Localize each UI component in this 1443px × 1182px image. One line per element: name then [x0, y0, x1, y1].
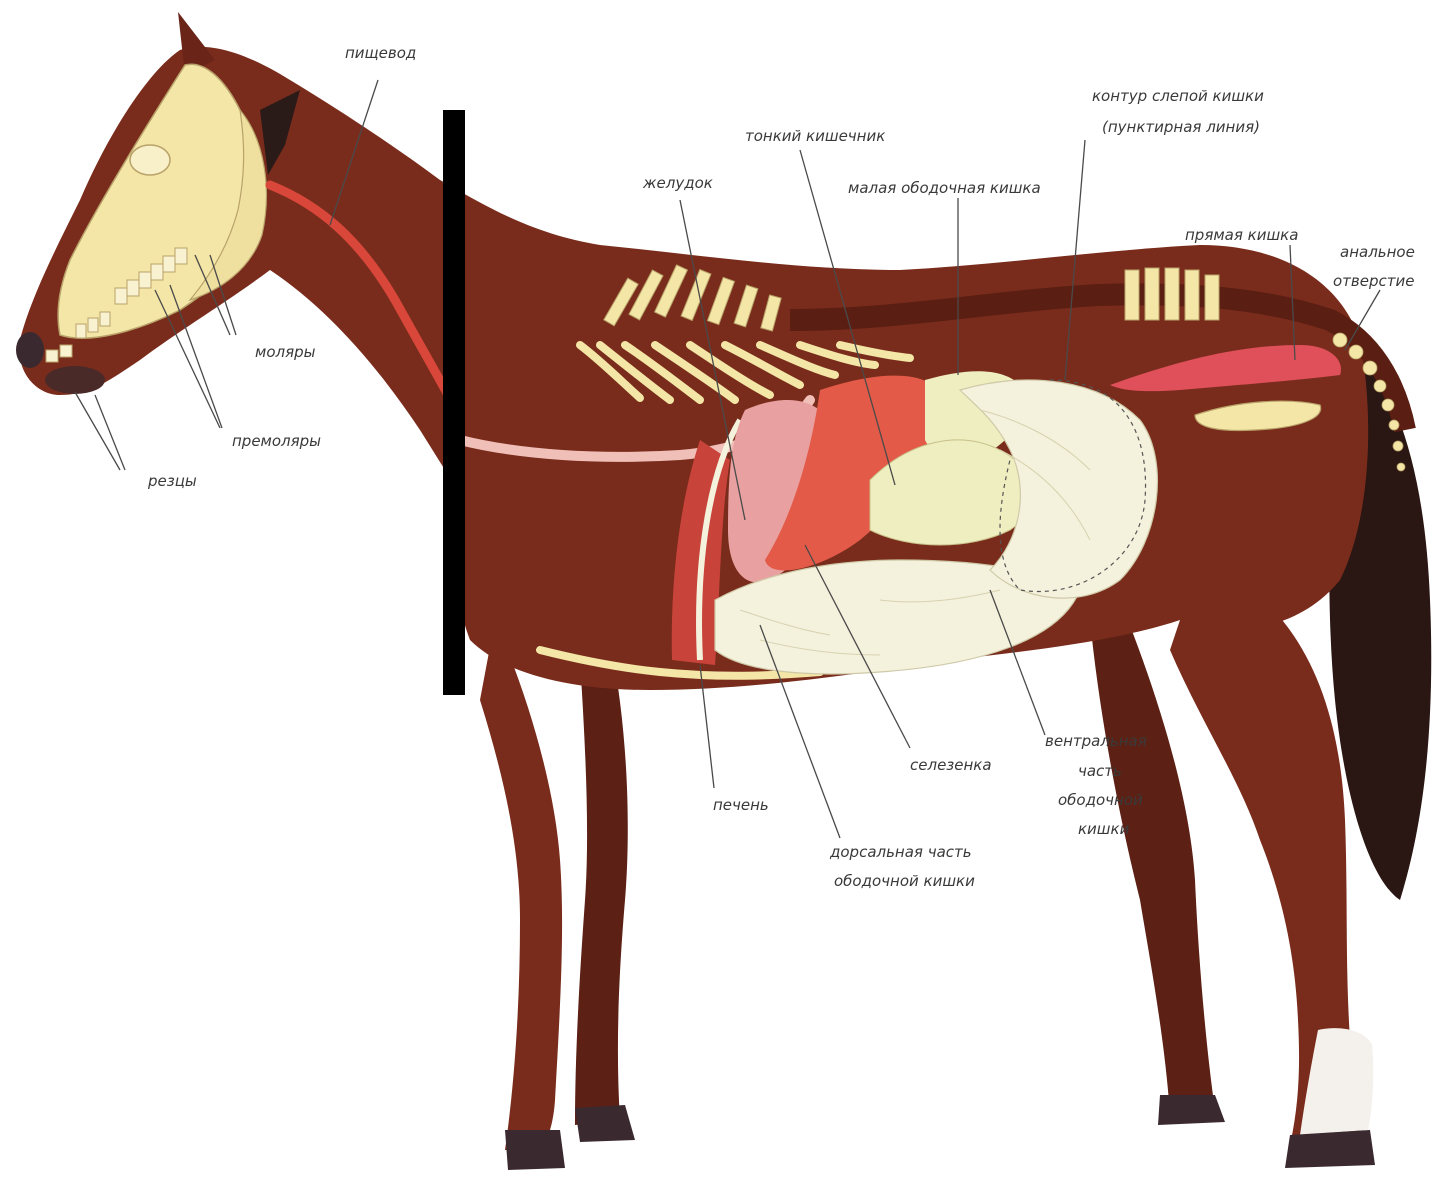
- label-rectum: прямая кишка: [1185, 226, 1298, 244]
- label-ventral-colon-1: вентральная: [1045, 732, 1147, 750]
- label-dorsal-colon-2: ободочной кишки: [834, 872, 975, 890]
- label-anus-1: анальное: [1340, 243, 1415, 261]
- label-cecum-outline-1: контур слепой кишки: [1092, 87, 1264, 105]
- label-ventral-colon-2: часть: [1078, 762, 1122, 780]
- label-spleen: селезенка: [910, 756, 992, 774]
- label-stomach: желудок: [642, 174, 713, 192]
- leader-incisors-1: [75, 392, 120, 470]
- label-anus-2: отверстие: [1333, 272, 1414, 290]
- label-ventral-colon-3: ободочной: [1058, 791, 1143, 809]
- label-premolars: премоляры: [232, 432, 321, 450]
- label-cecum-outline-2: (пунктирная линия): [1102, 118, 1260, 136]
- eye-socket: [130, 145, 170, 175]
- hoof-front-near: [505, 1130, 565, 1170]
- leader-incisors-2: [95, 395, 125, 470]
- label-small-colon: малая ободочная кишка: [848, 179, 1041, 197]
- hoof-front-far: [575, 1105, 635, 1142]
- hoof-hind-far: [1158, 1095, 1225, 1125]
- label-small-intestine: тонкий кишечник: [745, 127, 885, 145]
- label-ventral-colon-4: кишки: [1078, 820, 1130, 838]
- label-molars: моляры: [255, 343, 316, 361]
- label-liver: печень: [713, 796, 769, 814]
- label-incisors: резцы: [147, 472, 197, 490]
- divider-bar: [443, 110, 465, 695]
- label-esophagus: пищевод: [345, 44, 416, 62]
- nostril: [16, 332, 44, 368]
- hoof-hind-near: [1285, 1130, 1375, 1168]
- lip: [45, 366, 105, 394]
- label-dorsal-colon-1: дорсальная часть: [829, 843, 972, 861]
- front-leg-near: [480, 620, 562, 1150]
- front-leg-far: [575, 640, 628, 1125]
